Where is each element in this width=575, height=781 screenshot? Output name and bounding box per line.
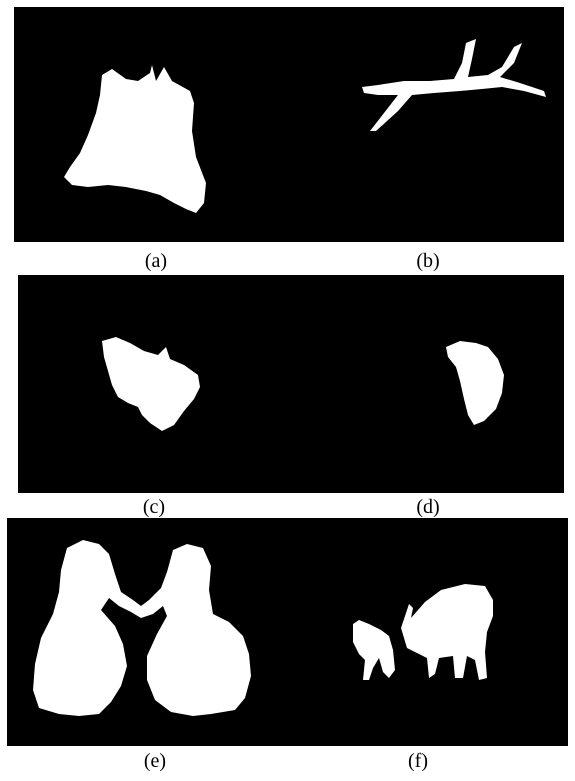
segmentation-panel-row3 [7,518,568,746]
mask-canvas-row1 [64,39,546,213]
caption-a: (a) [144,250,168,272]
mask-shape-f [353,584,493,680]
mask-shape-a [64,65,206,213]
mask-canvas-row3 [33,540,493,716]
segmentation-panel-row2 [18,275,564,493]
caption-c: (c) [142,496,166,518]
caption-e: (e) [143,750,167,772]
caption-b: (b) [416,250,440,272]
mask-shape-d [446,341,504,425]
mask-shape-c [102,337,200,431]
mask-shape-b [362,39,546,131]
mask-shape-e [33,540,251,716]
caption-f: (f) [408,750,428,772]
caption-d: (d) [416,496,440,518]
segmentation-panel-row1 [14,7,564,242]
mask-canvas-row2 [102,337,504,431]
